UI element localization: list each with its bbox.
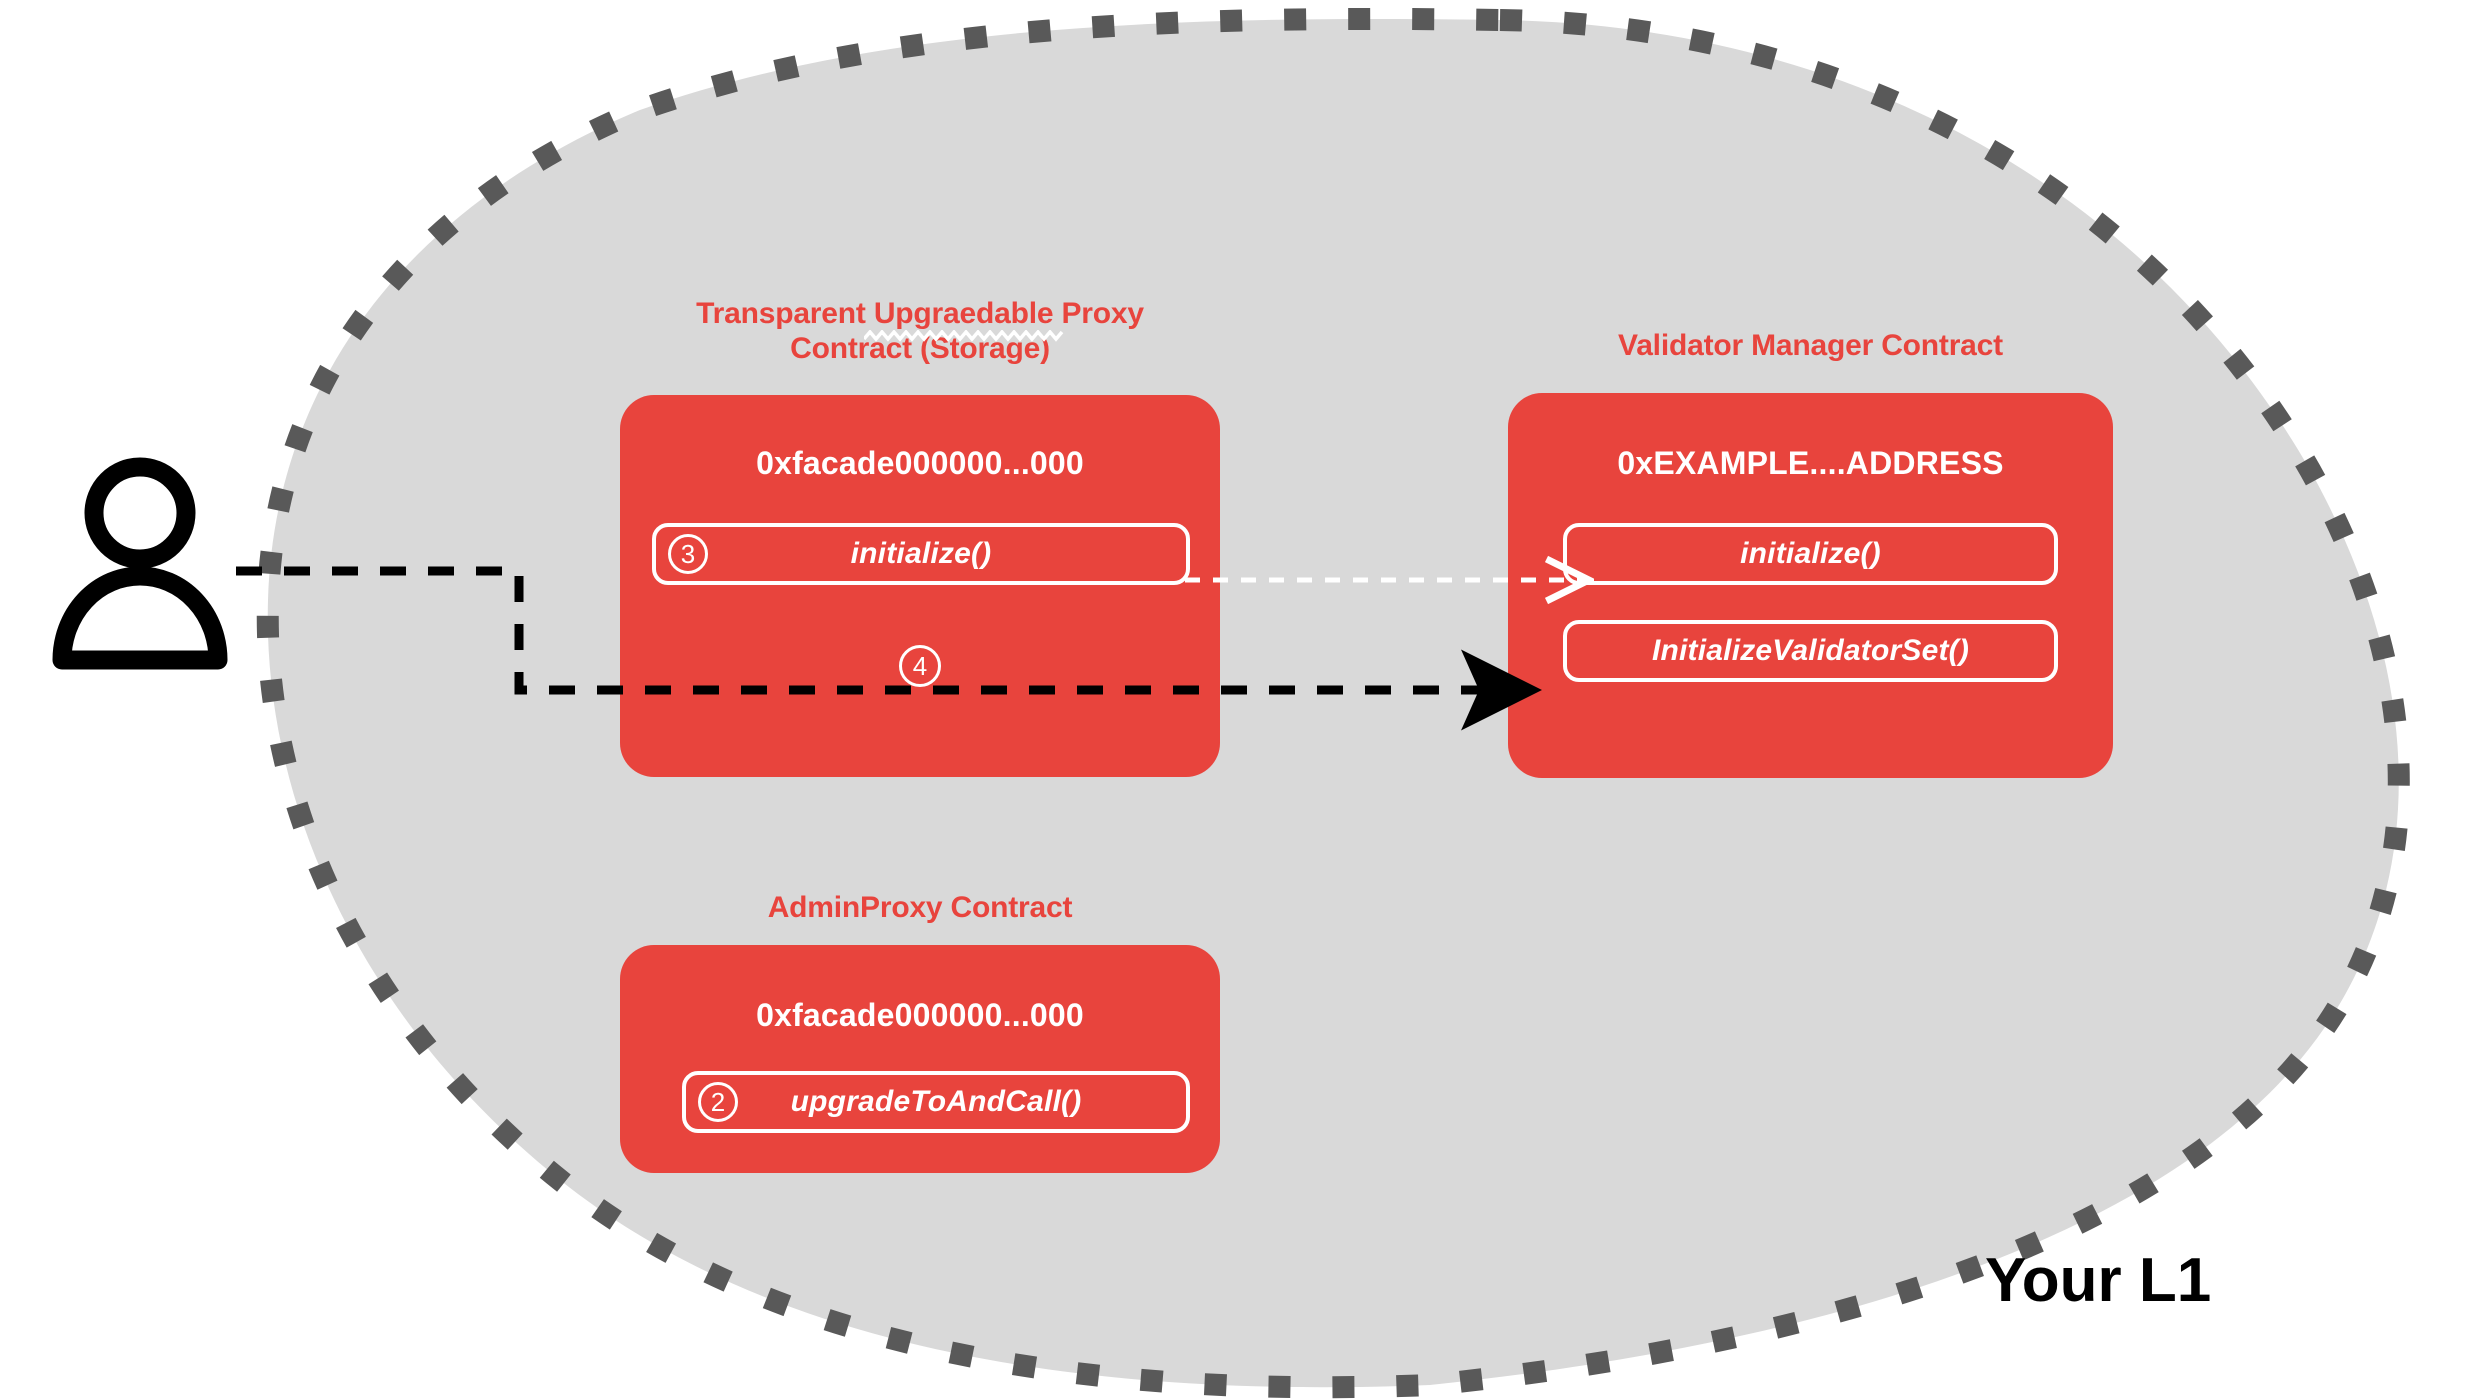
l1-region-label: Your L1: [1985, 1246, 2212, 1315]
admin-proxy-fn-upgradetoandcall-label: upgradeToAndCall(): [790, 1085, 1082, 1118]
validator-manager-address: 0xEXAMPLE....ADDRESS: [1617, 445, 2004, 481]
transparent-proxy-address: 0xfacade000000...000: [756, 445, 1084, 481]
transparent-proxy-fn-initialize-label: initialize(): [850, 537, 992, 570]
validator-manager-fn-initialize[interactable]: initialize(): [1563, 523, 2058, 585]
transparent-proxy-card[interactable]: 0xfacade000000...000 3 initialize() 4: [620, 395, 1220, 777]
validator-manager-fn-initializevalidatorset[interactable]: InitializeValidatorSet(): [1563, 620, 2058, 682]
admin-proxy-title: AdminProxy Contract: [767, 891, 1073, 924]
transparent-proxy-fn-initialize[interactable]: 3 initialize(): [652, 523, 1190, 585]
admin-proxy-address: 0xfacade000000...000: [756, 997, 1084, 1033]
admin-proxy-fn-upgradetoandcall[interactable]: 2 upgradeToAndCall(): [682, 1071, 1190, 1133]
step-badge-4: 4: [899, 645, 941, 687]
validator-manager-fn-initialize-label: initialize(): [1740, 537, 1881, 570]
transparent-proxy-title: Transparent Upgraedable Proxy Contract (…: [696, 297, 1144, 366]
step-badge-3: 3: [668, 534, 708, 574]
validator-manager-title: Validator Manager Contract: [1618, 329, 2003, 362]
validator-manager-fn-initializevalidatorset-label: InitializeValidatorSet(): [1651, 634, 1970, 667]
validator-manager-card[interactable]: 0xEXAMPLE....ADDRESS initialize() Initia…: [1508, 393, 2113, 778]
step-badge-2: 2: [698, 1082, 738, 1122]
person-icon: [52, 457, 228, 670]
admin-proxy-card[interactable]: 0xfacade000000...000 2 upgradeToAndCall(…: [620, 945, 1220, 1173]
